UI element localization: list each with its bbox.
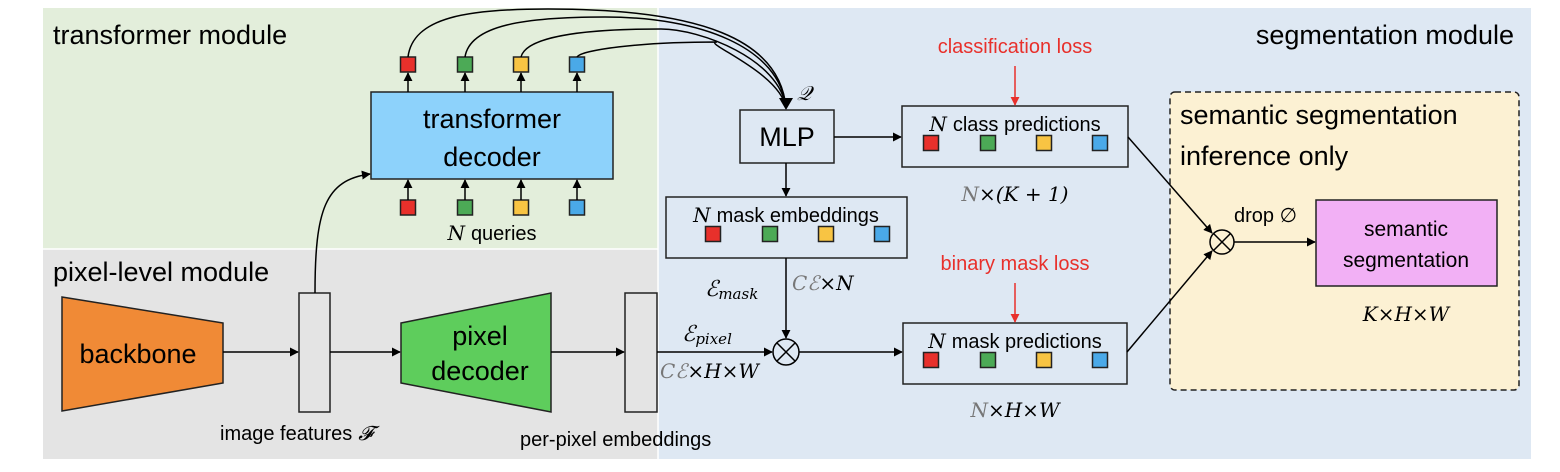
backbone-block	[61, 296, 224, 412]
arrow-features-to-transformer-decoder	[314, 170, 371, 294]
ce-x-hw-label: Cℰ×H×W	[660, 359, 760, 383]
query-marks	[399, 8, 793, 216]
class-prediction-square	[1035, 134, 1053, 152]
mask-predictions-dim: N×H×W	[969, 398, 1060, 422]
pixel-decoder-label-line1: pixel	[452, 321, 508, 351]
output-query-square	[399, 56, 417, 73]
inference-box-title-line1: semantic segmentation	[1180, 100, 1458, 130]
drop-null-label: drop ∅	[1234, 205, 1297, 227]
transformer-decoder-label-line2: decoder	[443, 142, 541, 172]
mask-prediction-square	[922, 351, 940, 369]
semantic-segmentation-label-line2: segmentation	[1343, 249, 1469, 272]
query-curve-to-mlp	[407, 8, 787, 109]
mask-embedding-square	[817, 225, 835, 243]
semantic-segmentation-dim: K×H×W	[1362, 302, 1451, 326]
mask-embedding-square	[704, 225, 722, 243]
class-prediction-square	[1091, 134, 1109, 152]
output-query-square	[456, 56, 474, 73]
mask-prediction-square	[979, 351, 997, 369]
query-curve-to-mlp	[520, 28, 787, 109]
e-pixel-label: ℰpixel	[682, 322, 732, 348]
mask-prediction-square	[1091, 351, 1109, 369]
output-query-square	[512, 56, 530, 73]
class-prediction-square	[979, 134, 997, 152]
class-prediction-square	[922, 134, 940, 152]
pixel-decoder-block	[400, 292, 552, 413]
classification-loss-label: classification loss	[938, 36, 1093, 58]
pixel-decoder-label-line2: decoder	[431, 356, 529, 386]
mlp-label: MLP	[759, 122, 815, 152]
mask-prediction-square	[1035, 351, 1053, 369]
transformer-decoder-block	[370, 91, 614, 180]
ce-x-n-label: Cℰ×N	[792, 271, 855, 295]
input-query-square	[512, 199, 530, 216]
query-curve-to-mlp	[464, 16, 787, 109]
input-query-square	[399, 199, 417, 216]
transformer-decoder-label-line1: transformer	[423, 104, 561, 134]
pixel-level-module-title: pixel-level module	[53, 257, 269, 287]
class-predictions-box	[901, 105, 1129, 168]
mask-embedding-square	[761, 225, 779, 243]
arrow-mask-predictions-to-inference	[1126, 250, 1213, 353]
inference-box-title-line2: inference only	[1180, 141, 1349, 171]
arrowhead-into-mlp	[779, 98, 793, 110]
mask-embedding-square	[873, 225, 891, 243]
semantic-segmentation-block	[1315, 199, 1498, 287]
q-label: 𝒬	[797, 81, 815, 105]
arrow-class-predictions-to-inference	[1127, 136, 1213, 234]
query-curve-to-mlp	[576, 41, 787, 109]
input-query-square	[568, 199, 586, 216]
class-predictions-dim: N×(K + 1)	[960, 182, 1068, 206]
segmentation-module-title: segmentation module	[1256, 20, 1514, 50]
semantic-segmentation-label-line1: semantic	[1364, 218, 1448, 241]
binary-mask-loss-label: binary mask loss	[941, 253, 1090, 275]
per-pixel-embeddings-label: per-pixel embeddings	[520, 429, 711, 451]
input-query-square	[456, 199, 474, 216]
e-mask-label: ℰmask	[705, 277, 758, 303]
mask-predictions-box	[902, 322, 1128, 385]
transformer-module-title: transformer module	[53, 20, 287, 50]
output-query-square	[568, 56, 586, 73]
image-features-bar	[298, 292, 331, 413]
backbone-label: backbone	[79, 339, 196, 369]
